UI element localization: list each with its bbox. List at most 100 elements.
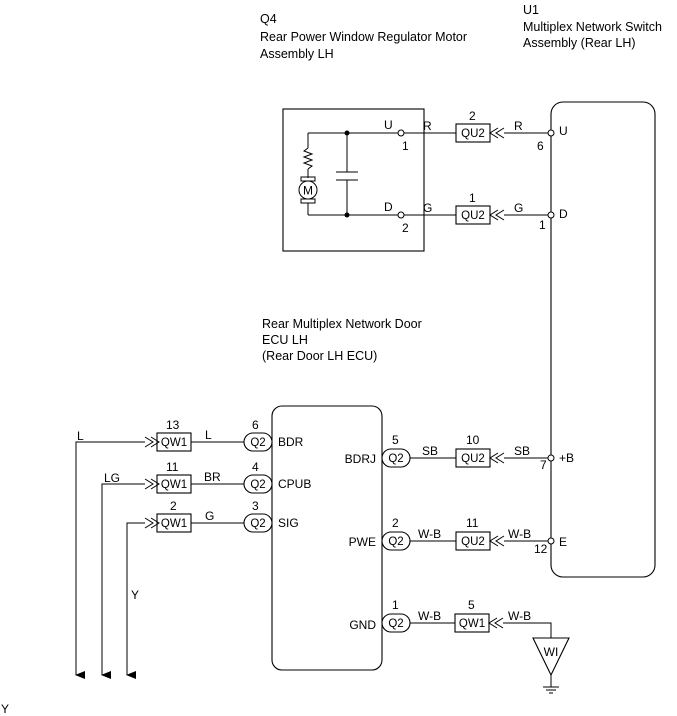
wire-gnd-circuit: Q2 1 W-B QW1 5 W-B WI	[381, 598, 570, 694]
connector-qw1-chevrons	[144, 436, 160, 448]
connector-qu2-name: QU2	[461, 536, 485, 548]
motor-pin-d-num: 2	[402, 221, 409, 235]
corner-label: Y	[1, 702, 9, 716]
wire-color-d-right: G	[514, 201, 523, 215]
switch-pin-e-name: E	[559, 535, 567, 549]
connector-q2-name: Q2	[388, 453, 403, 465]
wire-bdr-circuit: Q2 6 L QW1 13 L	[75, 418, 273, 679]
ecu-name-line1: Rear Multiplex Network Door	[262, 317, 422, 331]
connector-qw1-chevrons	[144, 517, 160, 529]
connector-q2-pin: 3	[252, 499, 259, 513]
connector-q2-pin: 1	[392, 598, 399, 612]
connector-qu2-chevrons	[489, 535, 505, 547]
wire-color-sig-outer: Y	[131, 588, 139, 602]
connector-qw1-name: QW1	[161, 518, 187, 530]
ecu-name-line2: ECU LH	[262, 333, 308, 347]
wire-color-cpub-inner: BR	[204, 470, 221, 484]
wire-color-cpub-outer: LG	[104, 471, 120, 485]
u1-code: U1	[523, 3, 539, 17]
connector-q2-pin: 4	[252, 460, 259, 474]
connector-q2-pin: 5	[392, 433, 399, 447]
connector-qu2-name: QU2	[461, 210, 485, 222]
wire-d-circuit: QU2 1 G G	[397, 191, 555, 225]
connector-q2-name: Q2	[388, 536, 403, 548]
connector-qw1-name: QW1	[161, 479, 187, 491]
wire-color-bdr-inner: L	[205, 428, 212, 442]
connector-q2-name: Q2	[250, 479, 265, 491]
switch-pin-b-num: 7	[540, 458, 547, 472]
motor-pin-u: U	[384, 118, 393, 132]
connector-qw1-name: QW1	[459, 618, 485, 630]
wire-color-bdrj-right: SB	[514, 444, 530, 458]
switch-pin-u-name: U	[559, 124, 568, 138]
wire-cpub-circuit: Q2 4 BR QW1 11 LG	[101, 460, 273, 679]
ecu-pin-gnd: GND	[349, 618, 376, 632]
wire-color-bdrj-left: SB	[422, 444, 438, 458]
u1-title: U1 Multiplex Network Switch Assembly (Re…	[523, 3, 662, 50]
switch-pin-e-num: 12	[534, 542, 548, 556]
junction-dot	[344, 130, 350, 136]
wire-color-pwe-right: W-B	[508, 527, 531, 541]
motor-internals: M U D 1 2	[298, 118, 409, 235]
ecu-pin-pwe: PWE	[349, 535, 376, 549]
connector-q2-pin: 6	[252, 418, 259, 432]
junction-dot	[344, 212, 350, 218]
ecu-pin-cpub: CPUB	[278, 477, 311, 491]
wire-color-pwe-left: W-B	[418, 527, 441, 541]
motor-pin-d: D	[384, 200, 393, 214]
ground-point-label: WI	[544, 645, 559, 659]
connector-qu2-chevrons	[489, 127, 505, 139]
switch-assembly-box	[550, 101, 656, 578]
connector-qw1-pin: 2	[170, 499, 177, 513]
wire-color-gnd-left: W-B	[418, 609, 441, 623]
wire-sig-circuit: Q2 3 G QW1 2 Y	[126, 499, 273, 679]
connector-qu2-name: QU2	[461, 453, 485, 465]
connector-qu2-chevrons	[489, 209, 505, 221]
connector-q2-name: Q2	[250, 437, 265, 449]
q4-name-line1: Rear Power Window Regulator Motor	[260, 30, 467, 44]
switch-pin-b-name: +B	[559, 451, 574, 465]
connector-qw1-pin: 5	[468, 598, 475, 612]
resistor-symbol	[302, 147, 314, 170]
connector-qu2-chevrons	[489, 452, 505, 464]
connector-qw1-pin: 11	[166, 460, 179, 474]
connector-qu2-pin: 1	[469, 191, 476, 205]
connector-qu2-name: QU2	[461, 128, 485, 140]
switch-pin-d-name: D	[559, 207, 568, 221]
wire-u-circuit: QU2 2 R R	[397, 109, 555, 143]
connector-qw1	[156, 474, 192, 494]
connector-qu2-pin: 10	[466, 433, 480, 447]
ground-point-symbol	[532, 637, 570, 677]
wire-pwe-circuit: Q2 2 W-B QU2 11 W-B	[381, 516, 555, 551]
connector-qw1-name: QW1	[161, 437, 187, 449]
wire-color-gnd-right: W-B	[508, 609, 531, 623]
motor-symbol-label: M	[303, 184, 313, 198]
u1-name-line2: Assembly (Rear LH)	[523, 36, 636, 50]
wire-bdrj-circuit: Q2 5 SB QU2 10 SB	[381, 433, 555, 468]
wire-color-u-left: R	[423, 119, 432, 133]
ecu-name-line3: (Rear Door LH ECU)	[262, 349, 377, 363]
switch-pin-u-num: 6	[537, 139, 544, 153]
wire-color-bdr-outer: L	[77, 429, 84, 443]
connector-q2-pin: 2	[392, 516, 399, 530]
connector-qw1-pin: 13	[166, 418, 180, 432]
connector-qu2-pin: 11	[466, 516, 479, 530]
connector-q2-name: Q2	[388, 618, 403, 630]
motor-pin-u-num: 1	[402, 139, 409, 153]
connector-q2-name: Q2	[250, 518, 265, 530]
wire-color-sig-inner: G	[205, 509, 214, 523]
wire-color-u-right: R	[514, 119, 523, 133]
ecu-pin-bdrj: BDRJ	[345, 452, 376, 466]
connector-qw1-chevrons	[488, 617, 504, 629]
q4-code: Q4	[260, 12, 277, 26]
connector-qw1	[156, 513, 192, 533]
connector-qw1-chevrons	[144, 478, 160, 490]
ecu-pin-sig: SIG	[278, 516, 299, 530]
switch-pin-d-num: 1	[539, 218, 546, 232]
ecu-title: Rear Multiplex Network Door ECU LH (Rear…	[262, 317, 422, 363]
ecu-pin-names: BDR CPUB SIG BDRJ PWE GND	[278, 435, 376, 632]
connector-qu2-pin: 2	[469, 109, 476, 123]
switch-pins: U 6 D 1 +B 7 E 12	[534, 124, 574, 556]
u1-name-line1: Multiplex Network Switch	[523, 20, 662, 34]
